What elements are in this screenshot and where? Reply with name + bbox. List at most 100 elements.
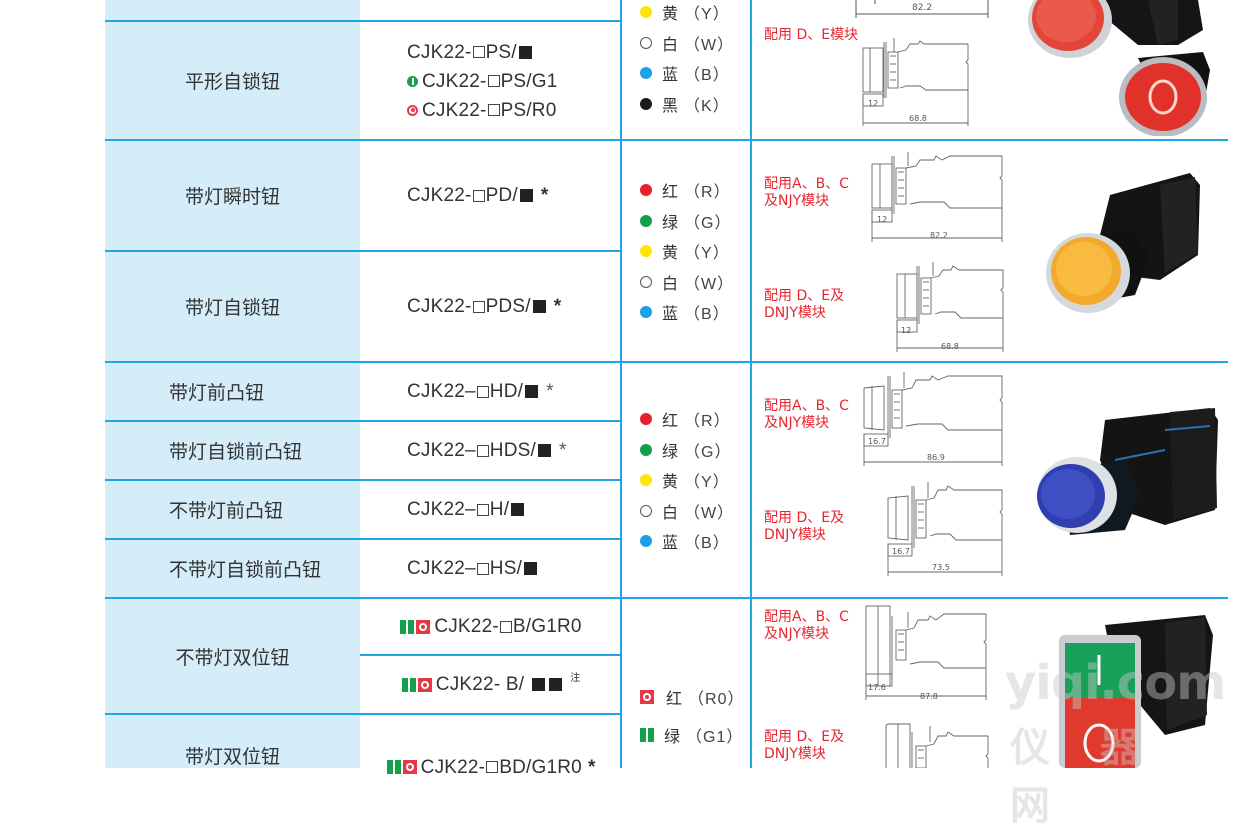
model-suffix: PS/ [485,41,517,63]
grid-hline [360,654,622,656]
note-line: 配用 D、E及 [764,729,845,745]
row-name-unlit-projecting: 不带灯前凸钮 [169,500,284,522]
model-prefix: CJK22– [407,440,476,461]
grid-hline [105,420,622,422]
color-name: 黄 [662,472,679,491]
model-line: CJK22-PD/* [362,181,620,210]
grid-hline [105,713,622,715]
product-photo-dual-position-button [1055,615,1215,768]
star-mark: * [559,440,567,461]
model-prefix: CJK22- [422,70,487,92]
note-line: 配用 D、E及 [764,288,845,304]
drawing-projecting-de [886,482,1006,578]
color-code: （G） [684,443,732,461]
grid-hline [105,538,622,540]
green-bar-square-icon [400,619,415,634]
color-item-yellow: 黄（Y） [624,0,750,28]
color-code-square-icon [532,300,546,313]
model-suffix: PD/ [485,185,518,206]
grid-hline [105,361,1228,363]
model-line: CJK22-PS/R0 [362,96,620,125]
placeholder-box-icon [472,46,485,58]
color-item-blue: 蓝（B） [624,297,750,328]
color-code: （W） [684,275,735,293]
dimension-label: 12 [877,215,888,224]
green-bar-square-icon [401,677,416,692]
color-list-group2: 红（R） 绿（G） 黄（Y） 白（W） 蓝（B） [624,141,750,361]
color-code-square-icon [524,562,538,575]
color-list-group1: 黄（Y） 白（W） 蓝（B） 黑（K） [624,0,750,122]
color-name: 黑 [662,95,679,115]
placeholder-box-icon [487,104,500,116]
color-code: （B） [684,67,730,85]
color-code: （K） [684,97,730,115]
blue-dot-icon [640,535,652,547]
note-line: 及NJY模块 [764,626,830,642]
note-line: DNJY模块 [764,746,826,762]
model-suffix: H/ [489,499,510,520]
white-dot-icon [640,275,652,288]
color-name: 绿 [662,441,679,461]
color-name: 黄 [662,4,679,24]
row-name-lit-momentary: 带灯瞬时钮 [184,186,280,208]
model-prefix: CJK22- [434,616,499,637]
row-name-lit-self-lock: 带灯自锁钮 [184,297,280,319]
color-name: 白 [662,502,679,522]
color-name: 蓝 [662,65,679,85]
dimension-label: 12 [901,326,912,335]
placeholder-box-icon [499,620,512,633]
model-suffix: PDS/ [485,296,531,317]
model-suffix: B/G1R0 [512,616,582,637]
note-line: 及NJY模块 [764,415,830,431]
dimension-label: 68.8 [909,114,927,123]
color-item-yellow: 黄（Y） [624,236,750,267]
star-mark: * [546,381,554,402]
red-ring-dot-icon [407,104,418,116]
color-code: （Y） [684,245,730,262]
model-cell-lit-momentary: CJK22-PD/* [362,141,620,250]
model-suffix: HS/ [489,558,523,579]
color-name: 蓝 [662,533,679,552]
model-line: CJK22-PS/G1 [362,67,620,96]
model-suffix: HD/ [489,381,524,402]
red-ring-square-icon [402,760,417,774]
white-dot-icon [640,504,652,517]
dimension-label: 82.2 [930,231,948,240]
dimension-label: 73.5 [932,563,950,572]
drawing-top-partial [855,0,995,20]
model-cell-lit-self-lock-projecting: CJK22–HDS/* [362,422,620,479]
color-name: 红 [662,182,679,201]
drawing-dual-abc [864,604,992,702]
color-code: （W） [684,504,735,522]
note-superscript: 注 [570,673,581,684]
model-line: CJK22–H/ [362,495,620,524]
color-item-red: 红（R） [624,175,750,206]
grid-hline [105,479,622,481]
product-photo-blue-projecting-button [1035,400,1220,575]
color-item-yellow: 黄（Y） [624,465,750,496]
color-code-square-icon [549,678,563,691]
placeholder-box-icon [486,761,499,773]
note-line: 配用A、B、C [764,176,849,192]
row-name-lit-projecting: 带灯前凸钮 [169,382,265,404]
color-name: 绿 [662,212,679,232]
note-line: 配用 D、E及 [764,510,845,526]
model-prefix: CJK22- B/ [435,674,525,695]
drawing-dual-de [884,722,994,768]
red-ring-square-icon [640,690,654,704]
color-item-green-g1: 绿（G1） [624,716,750,754]
yellow-dot-icon [640,474,652,486]
watermark-text-cn: 仪 器 网 [1010,725,1158,829]
red-dot-icon [640,184,652,196]
green-dot-icon [407,75,418,87]
model-line: CJK22–HD/* [362,377,620,406]
note-line: 配用A、B、C [764,609,849,625]
model-suffix: PS/R0 [500,99,557,121]
grid-hline [105,139,1228,141]
row-name-unlit-self-lock-projecting: 不带灯自锁前凸钮 [169,559,322,581]
model-line: CJK22- B/G1R0 [362,612,620,641]
